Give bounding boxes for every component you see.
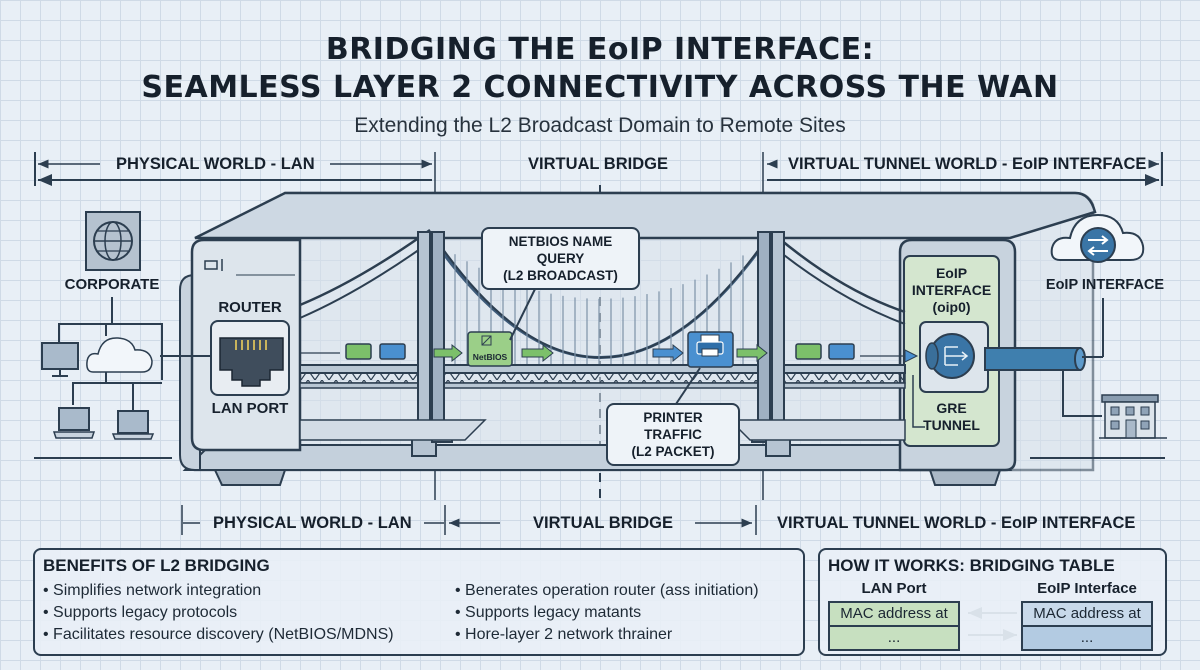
bridging-table-title: HOW IT WORKS: BRIDGING TABLE [828, 556, 1115, 575]
lan-port-label: LAN PORT [211, 400, 289, 417]
zone-label-physical-bottom: PHYSICAL WORLD - LAN [213, 514, 412, 532]
left-tower [411, 231, 453, 457]
zone-label-physical: PHYSICAL WORLD - LAN [116, 155, 315, 173]
benefit-item: • Supports legacy matants [455, 604, 642, 621]
benefit-item: • Hore-layer 2 network thrainer [455, 626, 673, 643]
building-icon [1099, 394, 1167, 439]
eoip-box-line3: (oip0) [932, 299, 971, 315]
router-chassis [179, 238, 302, 471]
table-header-lan: LAN Port [861, 580, 927, 597]
benefit-item: • Facilitates resource discovery (NetBIO… [43, 626, 394, 643]
benefits-col1: • Simplifies network integration • Suppo… [43, 580, 394, 646]
lan-port-table: MAC address at ... [828, 601, 960, 651]
printer-callout: PRINTER TRAFFIC (L2 PACKET) [606, 403, 740, 466]
table-cell: MAC address at [1021, 601, 1153, 627]
eoip-interface-box-label: EoIP INTERFACE (oip0) [904, 265, 999, 316]
gre-tunnel-label: GRE TUNNEL [904, 400, 999, 434]
eoip-box-line1: EoIP [935, 265, 968, 281]
remote-site-network [1030, 213, 1167, 459]
laptop-icon-2 [111, 410, 155, 440]
benefits-title: BENEFITS OF L2 BRIDGING [43, 556, 270, 575]
gre-tunnel-line1: GRE [936, 400, 967, 416]
title-line-1: BRIDGING THE EoIP INTERFACE: [325, 32, 875, 67]
benefit-item: • Supports legacy protocols [43, 604, 238, 621]
gre-tunnel-pipe [925, 333, 1086, 379]
eoip-interface-table: MAC address at ... [1021, 601, 1153, 651]
benefit-item: • Benerates operation router (ass initia… [455, 582, 759, 599]
packet-flow [300, 331, 919, 368]
laptop-icon [52, 407, 96, 439]
eoip-cloud-label: EoIP INTERFACE [1045, 277, 1165, 293]
benefits-panel: BENEFITS OF L2 BRIDGING • Simplifies net… [33, 548, 805, 656]
zone-label-bridge-bottom: VIRTUAL BRIDGE [533, 514, 673, 532]
bottom-dimension-lines [181, 505, 757, 535]
zone-label-bridge: VIRTUAL BRIDGE [528, 155, 668, 173]
eoip-cloud-icon [1050, 213, 1145, 263]
table-cell: ... [1021, 627, 1153, 651]
title-line-2: SEAMLESS LAYER 2 CONNECTIVITY ACROSS THE… [141, 70, 1059, 105]
subtitle: Extending the L2 Broadcast Domain to Rem… [354, 114, 846, 137]
benefit-item: • Simplifies network integration [43, 582, 262, 599]
benefits-col2: • Benerates operation router (ass initia… [455, 580, 759, 646]
lan-cloud-icon [86, 337, 153, 373]
bridging-table-panel: HOW IT WORKS: BRIDGING TABLE LAN Port Eo… [818, 548, 1167, 656]
netbios-packet-label: NetBIOS [472, 352, 508, 362]
suspension-bridge [299, 228, 906, 457]
desktop-monitor-icon [41, 342, 79, 377]
green-packet-icon [345, 343, 372, 360]
netbios-callout-line2: (L2 BROADCAST) [503, 268, 618, 283]
corporate-lan [34, 211, 210, 459]
netbios-callout: NETBIOS NAME QUERY (L2 BROADCAST) [481, 227, 640, 290]
printer-callout-line1: PRINTER TRAFFIC [643, 410, 703, 442]
netbios-callout-pointer [509, 282, 539, 341]
globe-icon [85, 211, 141, 271]
router-label: ROUTER [218, 299, 282, 316]
netbios-packet-icon [467, 331, 513, 367]
corporate-label: CORPORATE [64, 276, 160, 293]
netbios-callout-line1: NETBIOS NAME QUERY [508, 234, 613, 266]
table-header-eoip: EoIP Interface [1037, 580, 1137, 597]
blue-packet-icon [379, 343, 406, 360]
ethernet-port-icon [210, 320, 290, 396]
gre-tunnel-line2: TUNNEL [923, 417, 980, 433]
eoip-box-line2: INTERFACE [911, 282, 992, 298]
table-cell: MAC address at [828, 601, 960, 627]
zone-label-tunnel: VIRTUAL TUNNEL WORLD - EoIP INTERFACE [788, 155, 1147, 173]
router-indicator-icon [204, 260, 218, 270]
zone-label-tunnel-bottom: VIRTUAL TUNNEL WORLD - EoIP INTERFACE [777, 514, 1136, 532]
printer-callout-line2: (L2 PACKET) [631, 444, 715, 459]
table-cell: ... [828, 627, 960, 651]
